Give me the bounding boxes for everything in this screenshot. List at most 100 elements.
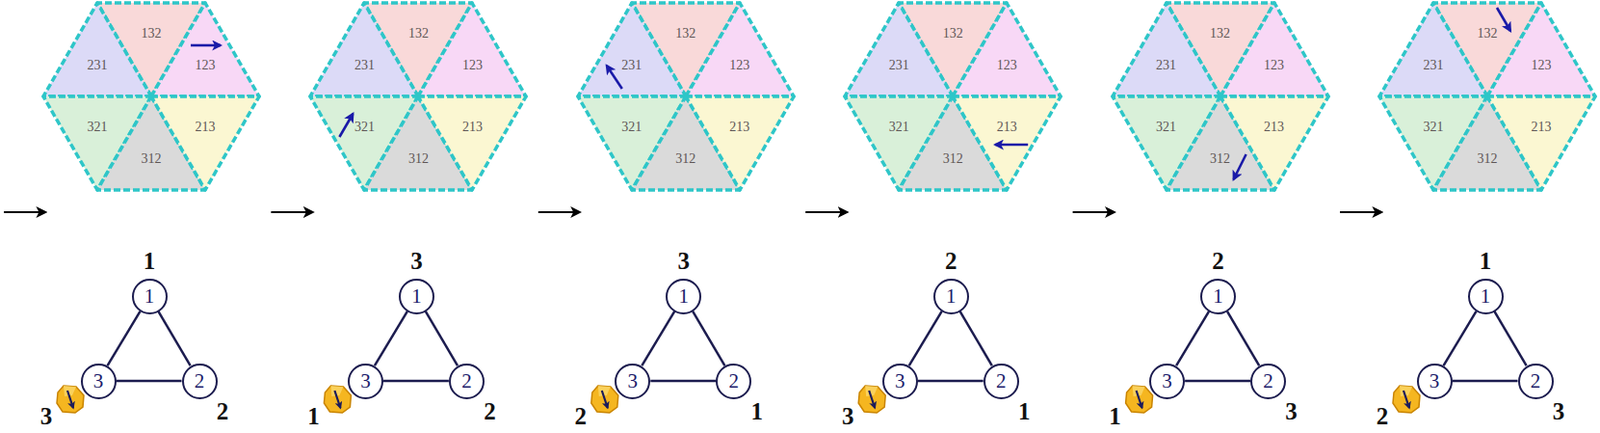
permutation-label: 231 [1155, 58, 1177, 73]
graph-edge [1494, 311, 1526, 366]
vertex-circle: 2 [1250, 363, 1286, 399]
graph-edge [1184, 379, 1251, 383]
triangle-shape [1487, 2, 1596, 97]
chip-arrow [1403, 390, 1410, 408]
permutation-triangle: 213 [952, 96, 1061, 190]
permutation-label: 123 [462, 58, 483, 73]
permutation-label: 321 [354, 120, 375, 134]
permutation-label: 231 [889, 58, 910, 73]
triangle-outline [685, 2, 794, 97]
token-holder: 1 [751, 398, 764, 423]
token-holder: 3 [410, 248, 423, 273]
token-number: 2 [1376, 402, 1390, 429]
permutation-label: 132 [1477, 26, 1498, 41]
triangle-shape [43, 2, 152, 97]
triangle-outline [151, 2, 260, 97]
chip-body [1392, 385, 1420, 413]
token-number: 1 [751, 397, 764, 424]
permutation-label: 213 [729, 120, 750, 134]
vertex-circle: 2 [715, 363, 752, 399]
token-holder: 1 [307, 403, 320, 428]
token-number: 1 [1018, 397, 1031, 424]
vertex-number: 1 [1480, 286, 1492, 307]
permutation-label: 321 [889, 120, 910, 134]
vertex-circle: 2 [182, 363, 218, 399]
chip-arrow [334, 390, 341, 408]
permutation-label: 213 [462, 120, 483, 134]
permutation-label: 123 [195, 58, 216, 73]
triangle-outline [685, 96, 794, 190]
step-arrow [538, 210, 580, 213]
vertex-number: 1 [144, 286, 156, 307]
token-holder: 1 [143, 248, 157, 273]
step-arrow [1339, 210, 1382, 213]
token-holder: 2 [483, 398, 497, 423]
vertex-number: 2 [1530, 370, 1542, 392]
triangle-shape [844, 2, 953, 97]
permutation-triangle: 123 [418, 2, 526, 97]
vertex-circle: 2 [1518, 363, 1554, 399]
token-number: 2 [944, 247, 958, 274]
permutation-triangle: 213 [1487, 96, 1596, 190]
token-holder: 3 [40, 403, 53, 428]
vertex-number: 1 [1212, 286, 1224, 307]
token-number: 1 [1108, 402, 1122, 429]
chip-arrow [602, 390, 608, 408]
permutation-label: 321 [87, 120, 108, 134]
token-holder: 1 [1018, 398, 1031, 423]
chip-arrow [67, 390, 74, 408]
triangle-outline [1220, 2, 1329, 97]
token-holder: 3 [1552, 398, 1566, 423]
token-number: 2 [575, 402, 588, 429]
triangle-shape [1379, 2, 1488, 97]
token-number: 3 [40, 402, 53, 429]
token-number: 3 [1285, 397, 1298, 424]
token-holder: 3 [1285, 398, 1298, 423]
vertex-circle: 3 [347, 363, 384, 399]
agent-chip [1392, 385, 1420, 413]
move-arrow [1496, 7, 1511, 31]
permutation-triangle: 213 [685, 96, 794, 190]
token-number: 1 [307, 402, 320, 429]
triangle-outline [844, 2, 953, 97]
chip-body [858, 385, 886, 413]
permutation-label: 123 [1531, 58, 1552, 73]
triangle-shape [1112, 2, 1221, 97]
agent-chip [858, 385, 886, 413]
permutation-triangle: 213 [418, 96, 526, 190]
permutation-triangle: 231 [1379, 2, 1488, 97]
graph-edge [909, 311, 943, 366]
chip-body [56, 385, 84, 413]
permutation-label: 231 [1423, 58, 1444, 73]
vertex-circle: 1 [398, 278, 435, 315]
agent-chip [1126, 385, 1154, 413]
permutation-label: 321 [621, 120, 642, 134]
vertex-circle: 3 [1416, 363, 1453, 399]
token-holder: 2 [1376, 403, 1390, 428]
permutation-triangle: 123 [151, 2, 260, 97]
permutation-label: 231 [621, 58, 642, 73]
token-holder: 2 [1211, 248, 1225, 273]
token-holder: 3 [841, 403, 855, 428]
token-number: 3 [1552, 397, 1566, 424]
vertex-number: 1 [679, 286, 690, 307]
chip-arrow [1136, 390, 1143, 408]
token-number: 2 [483, 397, 497, 424]
triangle-shape [952, 2, 1061, 97]
graph-edge [1227, 311, 1260, 366]
triangle-outline [418, 2, 526, 97]
vertex-number: 2 [194, 370, 206, 392]
move-arrow [995, 143, 1028, 147]
vertex-number: 2 [996, 370, 1007, 392]
token-number: 1 [1479, 247, 1493, 274]
token-number: 2 [216, 397, 230, 424]
vertex-circle: 3 [1149, 363, 1185, 399]
graph-edge [116, 379, 183, 383]
move-arrow [1233, 154, 1247, 180]
graph-edge [425, 311, 458, 366]
permutation-label: 132 [943, 26, 964, 41]
graph-edge [641, 311, 675, 366]
permutation-label: 321 [1423, 120, 1444, 134]
permutation-label: 132 [675, 26, 696, 41]
